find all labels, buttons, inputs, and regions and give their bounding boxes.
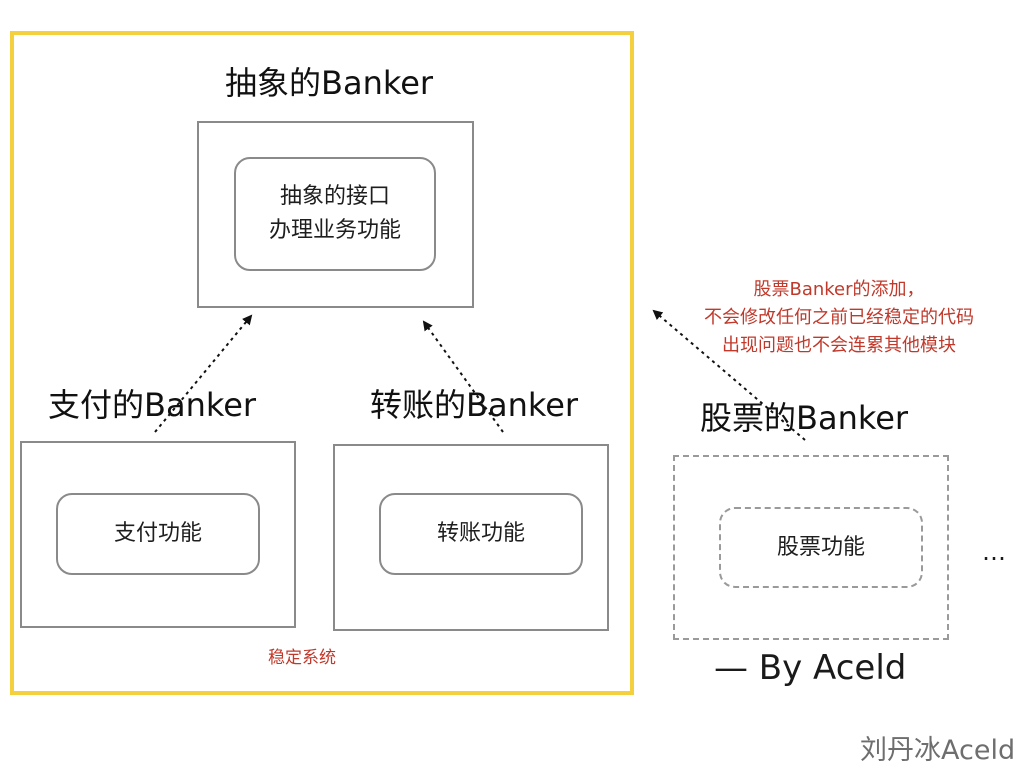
- stock-banker-title: 股票的Banker: [700, 399, 909, 437]
- stock-function-box: 股票功能: [719, 507, 923, 588]
- transfer-banker-title: 转账的Banker: [370, 386, 579, 424]
- more-ellipsis: …: [982, 538, 1010, 566]
- stock-banker-box: [673, 455, 949, 640]
- transfer-function-label: 转账功能: [436, 521, 525, 546]
- note-line-3: 出现问题也不会连累其他模块: [722, 335, 956, 356]
- transfer-function-box: 转账功能: [379, 493, 583, 575]
- payment-banker-title: 支付的Banker: [48, 386, 257, 424]
- byline: — By Aceld: [714, 648, 907, 688]
- watermark: 刘丹冰Aceld: [860, 735, 1016, 766]
- abstract-interface-box: 抽象的接口 办理业务功能: [234, 157, 436, 271]
- abstract-interface-label: 抽象的接口: [279, 184, 390, 209]
- abstract-banker-title: 抽象的Banker: [225, 64, 434, 102]
- stable-system-frame: [10, 31, 634, 695]
- note-line-1: 股票Banker的添加，: [753, 279, 925, 300]
- stable-system-label: 稳定系统: [268, 648, 336, 668]
- note-line-2: 不会修改任何之前已经稳定的代码: [704, 307, 974, 328]
- payment-function-label: 支付功能: [113, 521, 202, 546]
- business-function-label: 办理业务功能: [268, 218, 401, 243]
- stock-function-label: 股票功能: [776, 534, 865, 560]
- payment-function-box: 支付功能: [56, 493, 260, 575]
- extension-note: 股票Banker的添加， 不会修改任何之前已经稳定的代码 出现问题也不会连累其他…: [704, 276, 974, 360]
